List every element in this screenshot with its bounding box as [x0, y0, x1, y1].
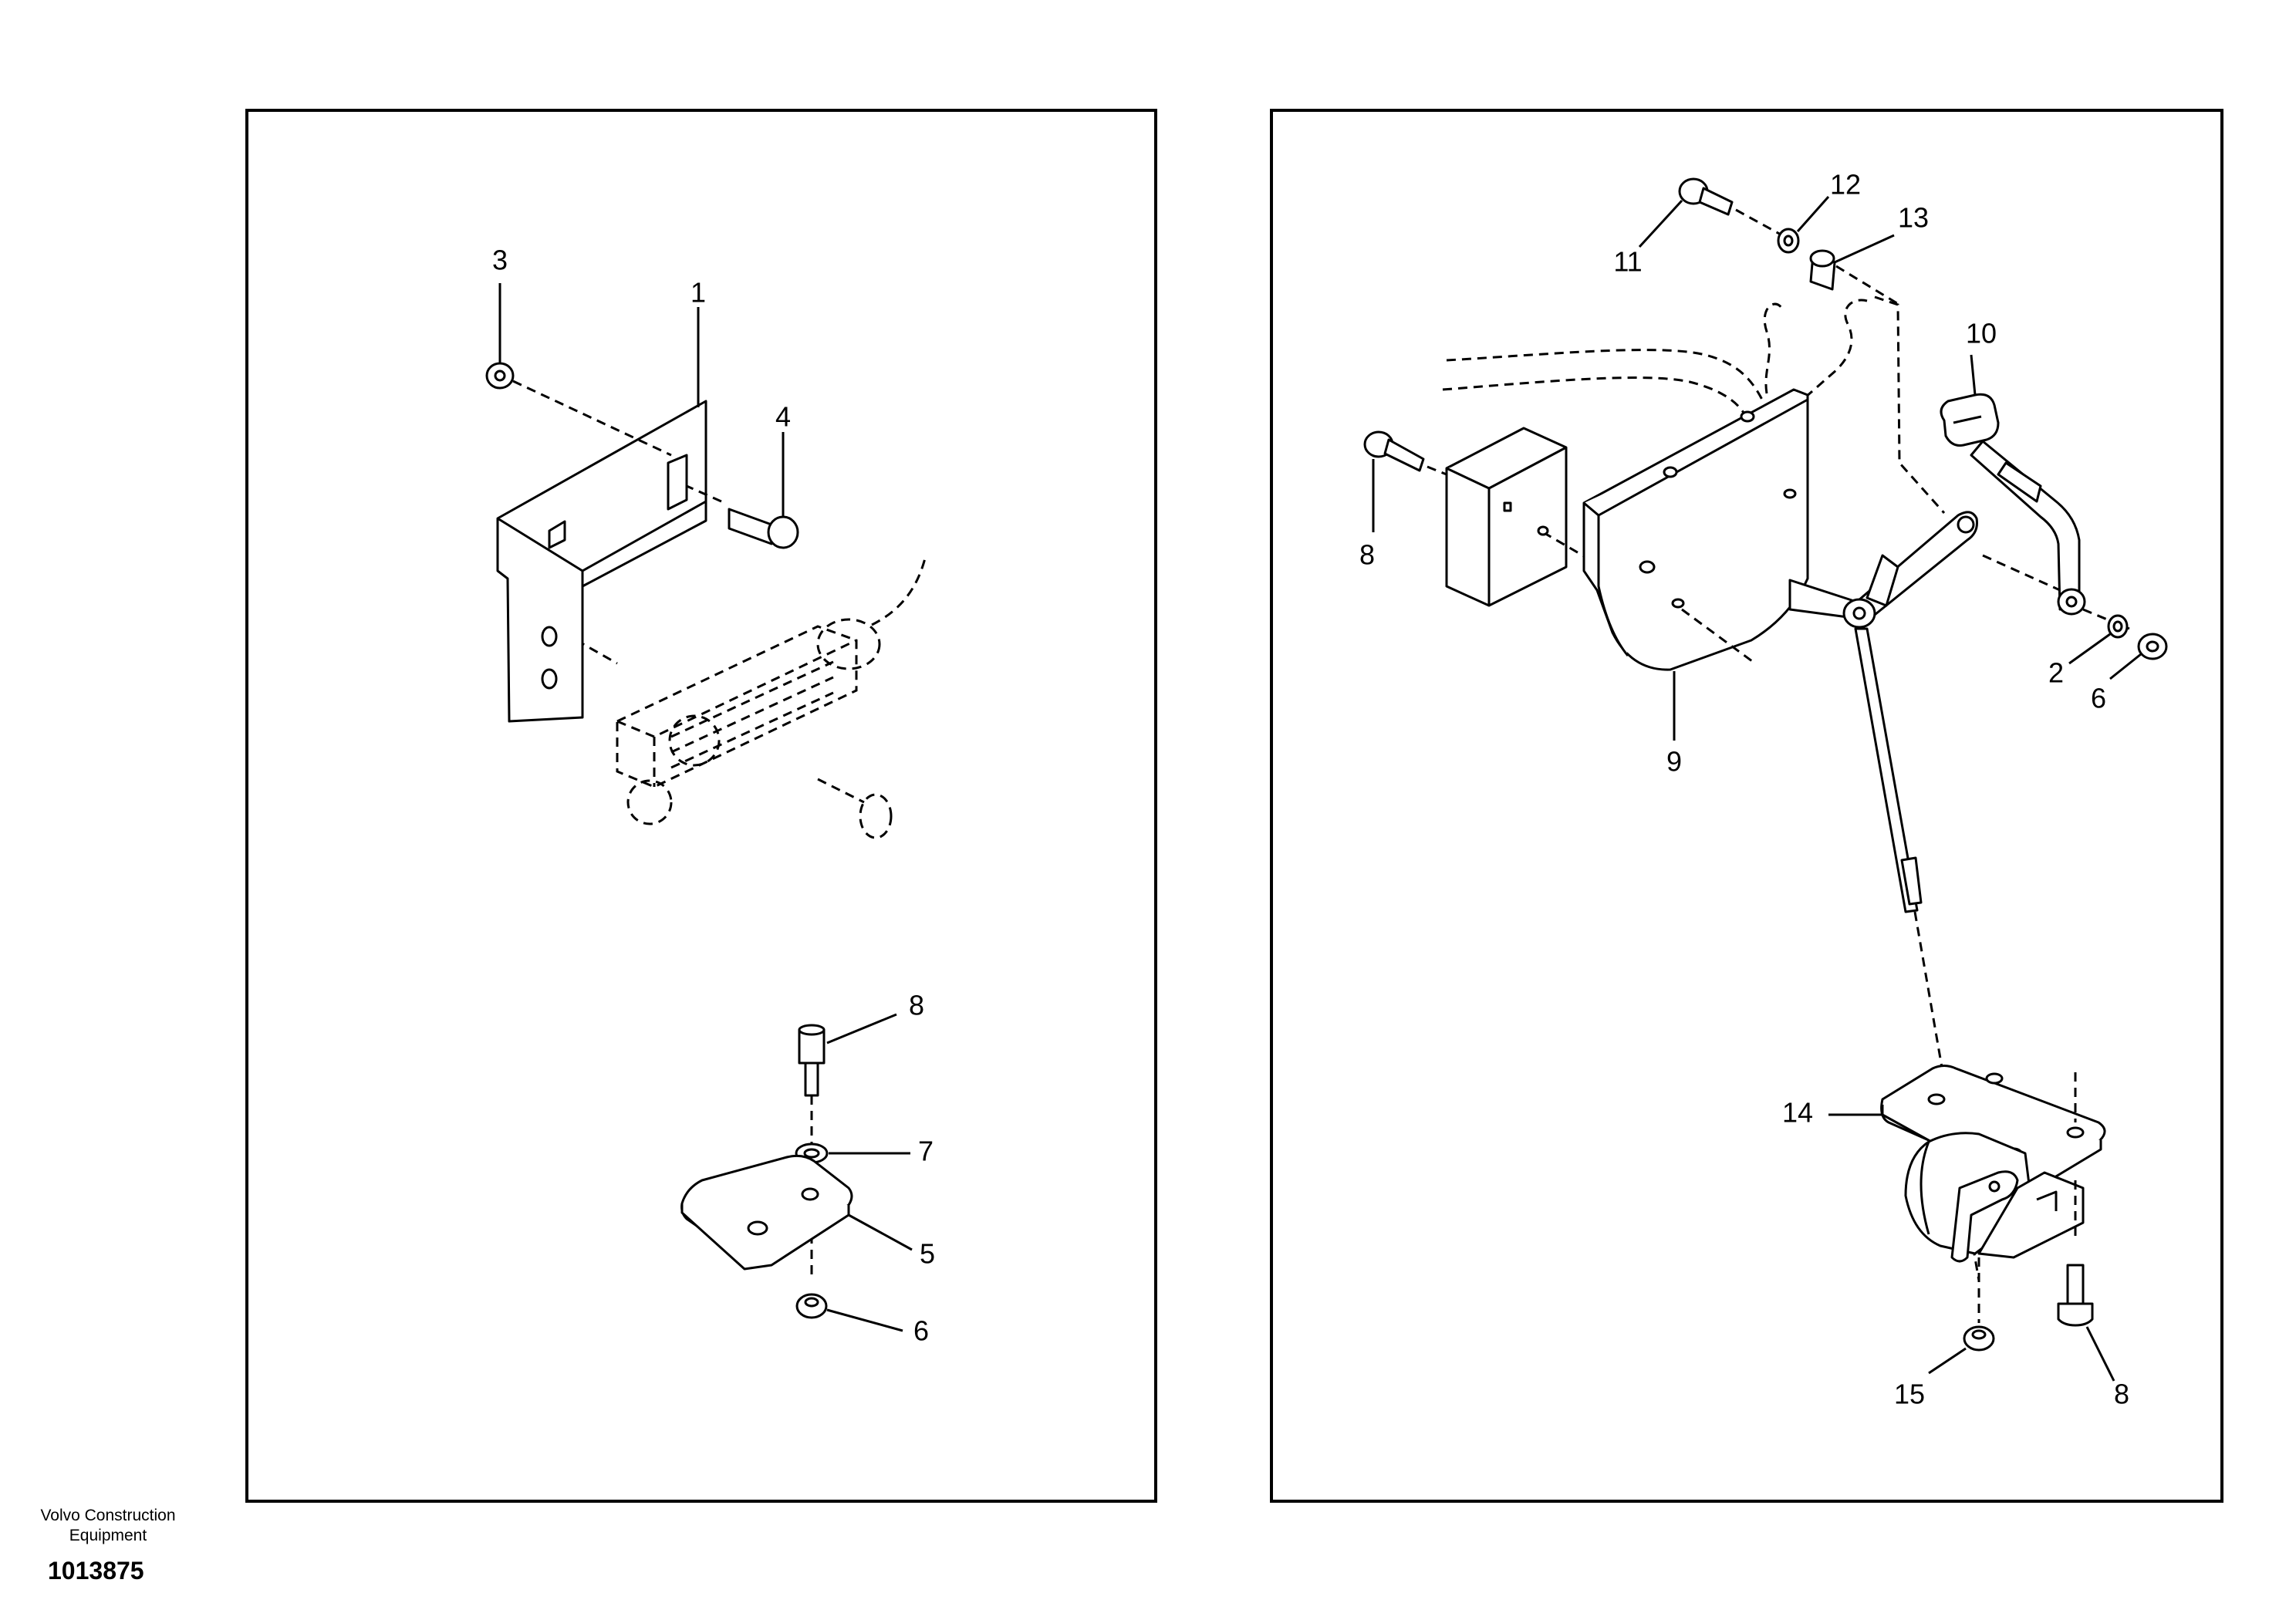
callout-8-upper: 8	[1359, 539, 1375, 571]
axis-4	[686, 484, 722, 503]
right-panel-frame	[1270, 109, 2223, 1503]
callout-11: 11	[1613, 246, 1642, 278]
callout-2: 2	[2048, 657, 2064, 689]
part-6-nut	[795, 1293, 828, 1319]
part-9-housing	[1537, 388, 1809, 671]
callout-4: 4	[775, 401, 791, 433]
part-11-bolt	[1678, 177, 1734, 216]
axis-11	[1735, 208, 1783, 237]
part-13-spacer	[1809, 249, 1836, 291]
part-10-handle	[1940, 393, 2086, 616]
callout-10: 10	[1966, 318, 1997, 349]
part-12-washer	[1777, 228, 1800, 254]
part-4-bolt	[728, 508, 799, 549]
axis-13	[1835, 265, 1900, 306]
lever-linkage	[1788, 511, 1978, 629]
callout-9: 9	[1666, 746, 1682, 778]
part-5-plate	[680, 1154, 853, 1271]
callout-15: 15	[1894, 1379, 1925, 1410]
part-14-bracket	[1880, 1065, 2106, 1263]
part-8-cap-screw	[798, 1024, 826, 1097]
connector-box	[1445, 427, 1568, 607]
part-8-bolt-lower	[2057, 1264, 2094, 1327]
axis-10	[1982, 554, 2130, 630]
part-6-nut-right	[2137, 633, 2168, 660]
callout-13: 13	[1898, 202, 1929, 234]
part-3-nut	[485, 362, 515, 390]
axis-3	[512, 380, 672, 457]
callout-5: 5	[920, 1238, 935, 1270]
callout-8: 8	[909, 990, 924, 1021]
part-15-nut	[1963, 1325, 1995, 1352]
part-8-bolt-upper	[1363, 430, 1425, 472]
callout-12: 12	[1830, 169, 1861, 201]
right-leaders	[1372, 196, 2142, 1382]
callout-6-right: 6	[2091, 683, 2106, 714]
callout-14: 14	[1782, 1097, 1813, 1129]
company-name: Volvo Construction Equipment	[40, 1507, 176, 1544]
callout-7: 7	[918, 1136, 934, 1167]
callout-1: 1	[690, 277, 706, 309]
sensor-ghost	[549, 555, 927, 839]
callout-3: 3	[492, 245, 508, 276]
drawing-number: 1013875	[48, 1557, 144, 1585]
part-2-washer	[2107, 614, 2129, 639]
left-panel-frame	[245, 109, 1157, 1503]
cable-ghost	[1442, 295, 1946, 514]
axis-box	[1542, 531, 1586, 559]
callout-8-lower: 8	[2114, 1379, 2129, 1410]
part-1-bracket	[496, 400, 707, 723]
axis-8-upper	[1427, 465, 1447, 476]
left-leaders	[498, 283, 913, 1332]
sensor-rod	[1854, 627, 1923, 913]
callout-6: 6	[913, 1315, 929, 1347]
